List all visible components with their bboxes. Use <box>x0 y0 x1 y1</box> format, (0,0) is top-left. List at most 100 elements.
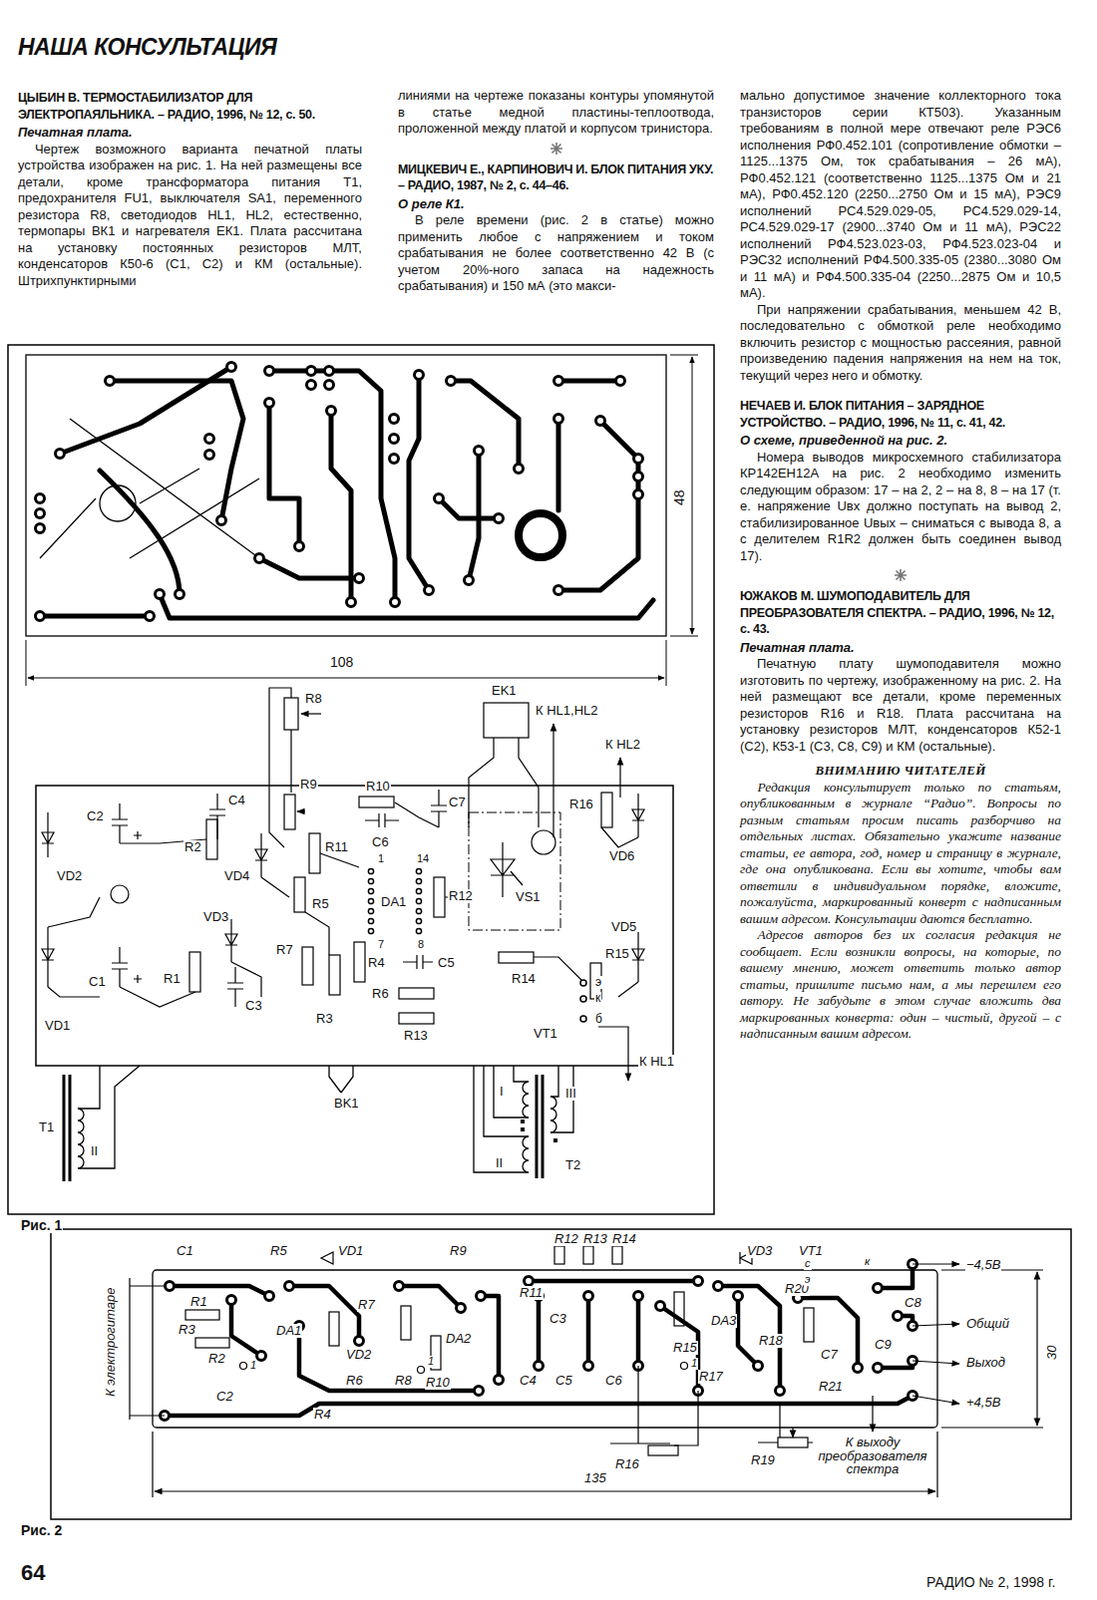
part-label: C7 <box>447 795 467 810</box>
part-label: C6 <box>370 835 390 850</box>
part-label: −4,5В <box>965 1258 1002 1273</box>
part-label: R21 <box>817 1380 844 1395</box>
part-label: б <box>594 1013 604 1027</box>
part-label: R13 <box>402 1029 429 1044</box>
part-label: R9 <box>448 1244 468 1259</box>
part-label: R14 <box>510 972 537 987</box>
part-label: DA3 <box>710 1314 737 1329</box>
part-label: C4 <box>518 1374 538 1389</box>
subheading: О реле К1. <box>397 196 715 214</box>
part-label: VD1 <box>43 1019 71 1034</box>
body-text: Печатную плату шумоподавителя можно изго… <box>739 656 1062 755</box>
part-label: C4 <box>227 793 247 808</box>
part-label: DA2 <box>444 1332 472 1347</box>
part-label: R2 <box>183 840 203 855</box>
part-label: R6 <box>345 1374 365 1389</box>
part-label: R18 <box>757 1334 784 1349</box>
part-label: VT1 <box>797 1244 824 1259</box>
part-label: 8 <box>416 939 425 952</box>
separator-mark <box>739 564 1062 587</box>
part-label: C8 <box>903 1296 923 1311</box>
separator-mark <box>893 568 908 583</box>
separator-mark <box>549 141 564 156</box>
part-label: VD5 <box>610 920 638 935</box>
separator-mark <box>397 137 715 160</box>
part-label: II <box>494 1156 504 1171</box>
body-text: При напряжении срабатывания, меньшем 42 … <box>739 302 1062 385</box>
part-label: К HL1,HL2 <box>534 704 600 719</box>
dimension-label: К электрогитаре <box>103 1287 118 1399</box>
text-column: линиями на чертеже показаны контуры упом… <box>397 87 715 296</box>
part-label: C6 <box>604 1374 624 1389</box>
part-label: R12 <box>553 1232 580 1247</box>
part-label: T1 <box>37 1120 55 1135</box>
part-label: II <box>89 1144 99 1159</box>
notice-text: Редакция консультирует только по статьям… <box>739 779 1062 929</box>
part-label: R16 <box>568 797 595 812</box>
part-label: DA1 <box>275 1324 303 1339</box>
part-label: R9 <box>299 777 319 792</box>
body-text: линиями на чертеже показаны контуры упом… <box>397 87 715 138</box>
part-label: R4 <box>313 1408 333 1423</box>
part-label: VD4 <box>223 869 251 884</box>
part-label: III <box>564 1087 578 1101</box>
body-text: В реле времени (рис. 2 в статье) можно п… <box>397 212 715 296</box>
part-label: VD3 <box>745 1244 773 1259</box>
subheading: Печатная плата. <box>17 124 363 142</box>
part-label: R10 <box>365 779 391 794</box>
part-label: VD6 <box>608 849 636 864</box>
part-label: э <box>803 1274 811 1287</box>
dimension-label: 30 <box>1045 1345 1060 1362</box>
part-label: VD3 <box>202 910 230 925</box>
part-label: R5 <box>311 897 331 912</box>
part-label: 1 <box>426 1356 435 1369</box>
part-label: C2 <box>215 1390 235 1405</box>
body-text: Номера выводов микросхемного стабилизато… <box>739 449 1062 566</box>
part-label: R1 <box>189 1295 209 1310</box>
part-label: к <box>863 1256 871 1269</box>
part-label: к <box>594 992 602 1006</box>
part-label: C7 <box>819 1348 839 1363</box>
part-label: C2 <box>85 809 105 824</box>
subheading: Печатная плата. <box>739 640 1062 658</box>
part-label: R3 <box>315 1012 335 1027</box>
page-caption: Рис. 1 <box>19 1218 63 1234</box>
part-label: R16 <box>614 1458 641 1472</box>
part-label: DA1 <box>379 895 407 910</box>
part-label: 135 <box>583 1471 608 1486</box>
part-label: R17 <box>698 1370 725 1385</box>
part-label: 7 <box>376 939 385 952</box>
subheading: О схеме, приведенной на рис. 2. <box>739 432 1062 450</box>
part-label: I <box>498 1085 505 1099</box>
part-label: К HL1 <box>638 1055 676 1070</box>
notice-text: Адресов авторов без их согласия редакция… <box>739 927 1062 1044</box>
part-label: с <box>803 1258 812 1271</box>
part-label: 108 <box>329 655 355 671</box>
part-label: R14 <box>611 1232 638 1247</box>
part-label: Выход <box>965 1356 1007 1371</box>
part-label: R12 <box>447 889 474 904</box>
part-label: C9 <box>873 1338 893 1353</box>
part-label: R8 <box>393 1374 413 1389</box>
part-label: VS1 <box>514 890 542 905</box>
page-caption: Рис. 2 <box>19 1523 63 1539</box>
part-label: VT1 <box>532 1027 559 1042</box>
part-label: R11 <box>324 840 350 855</box>
text-column: мально допустимое значение коллекторного… <box>739 87 1062 1044</box>
page-caption: 64 <box>19 1561 46 1585</box>
part-label: К HL2 <box>604 737 642 752</box>
part-label: C1 <box>175 1244 195 1259</box>
part-label: VD2 <box>55 869 83 884</box>
part-label: 14 <box>415 853 430 866</box>
part-label: R5 <box>269 1244 289 1259</box>
article-heading: НЕЧАЕВ И. БЛОК ПИТАНИЯ – ЗАРЯДНОЕ УСТРОЙ… <box>739 397 1062 431</box>
part-label: R15 <box>672 1341 699 1356</box>
part-label: C5 <box>436 956 456 971</box>
part-label: R15 <box>604 947 631 962</box>
text-column: ЦЫБИН В. ТЕРМОСТАБИЛИЗАТОР ДЛЯ ЭЛЕКТРОПА… <box>17 87 363 290</box>
part-label: EK1 <box>490 684 518 699</box>
part-label: R10 <box>424 1376 451 1391</box>
part-label: C3 <box>244 999 264 1014</box>
article-heading: ЮЖАКОВ М. ШУМОПОДАВИТЕЛЬ ДЛЯ ПРЕОБРАЗОВА… <box>739 588 1062 639</box>
part-label: R4 <box>366 956 386 971</box>
